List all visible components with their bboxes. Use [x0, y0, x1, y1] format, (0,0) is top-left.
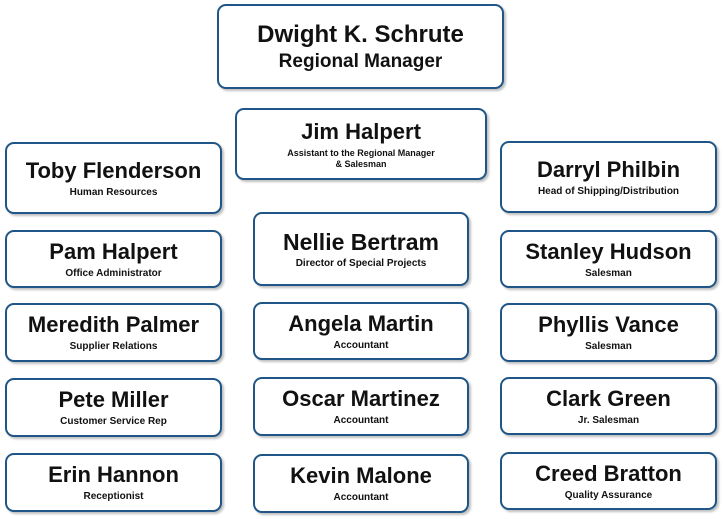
- box-accountant-3: Kevin Malone Accountant: [253, 454, 469, 513]
- person-title: Accountant: [333, 492, 389, 503]
- person-name: Nellie Bertram: [283, 228, 439, 255]
- box-office-administrator: Pam Halpert Office Administrator: [5, 230, 222, 288]
- box-human-resources: Toby Flenderson Human Resources: [5, 142, 222, 214]
- box-accountant-2: Oscar Martinez Accountant: [253, 377, 469, 436]
- person-name: Stanley Hudson: [525, 238, 692, 264]
- person-name: Oscar Martinez: [282, 386, 440, 411]
- person-title: Customer Service Rep: [60, 416, 167, 427]
- person-title: Salesman: [585, 267, 632, 279]
- person-name: Erin Hannon: [48, 462, 179, 487]
- person-title: Accountant: [333, 339, 389, 351]
- person-title: Salesman: [585, 341, 632, 352]
- title-line-2: & Salesman: [335, 158, 387, 169]
- person-name: Jim Halpert: [301, 118, 421, 144]
- person-name: Kevin Malone: [290, 463, 432, 488]
- box-salesman-2: Phyllis Vance Salesman: [500, 303, 717, 362]
- person-name: Angela Martin: [288, 310, 434, 336]
- box-receptionist: Erin Hannon Receptionist: [5, 453, 222, 512]
- person-title: Director of Special Projects: [295, 257, 427, 269]
- box-jr-salesman: Clark Green Jr. Salesman: [500, 377, 717, 435]
- person-title: Supplier Relations: [69, 341, 158, 352]
- box-special-projects: Nellie Bertram Director of Special Proje…: [253, 212, 469, 286]
- person-title: Regional Manager: [278, 51, 443, 72]
- person-name: Darryl Philbin: [536, 156, 681, 182]
- person-title: Quality Assurance: [564, 489, 653, 501]
- box-regional-manager: Dwight K. Schrute Regional Manager: [217, 4, 504, 89]
- person-title: Receptionist: [83, 491, 144, 502]
- person-name: Creed Bratton: [535, 460, 682, 486]
- person-title: Assistant to the Regional Manager & Sale…: [287, 148, 435, 170]
- person-title: Office Administrator: [65, 267, 162, 279]
- box-customer-service: Pete Miller Customer Service Rep: [5, 378, 222, 437]
- person-name: Toby Flenderson: [25, 157, 202, 183]
- person-title: Human Resources: [69, 186, 158, 198]
- box-accountant-1: Angela Martin Accountant: [253, 302, 469, 360]
- person-title: Jr. Salesman: [577, 414, 640, 426]
- title-line-1: Assistant to the Regional Manager: [287, 147, 435, 158]
- box-assistant: Jim Halpert Assistant to the Regional Ma…: [235, 108, 487, 180]
- person-name: Pete Miller: [58, 387, 169, 412]
- person-name: Dwight K. Schrute: [257, 21, 464, 48]
- box-shipping-distribution: Darryl Philbin Head of Shipping/Distribu…: [500, 141, 717, 213]
- person-title: Accountant: [333, 415, 389, 426]
- box-supplier-relations: Meredith Palmer Supplier Relations: [5, 303, 222, 362]
- person-title: Head of Shipping/Distribution: [537, 185, 680, 197]
- box-salesman-1: Stanley Hudson Salesman: [500, 230, 717, 288]
- person-name: Pam Halpert: [49, 238, 178, 264]
- person-name: Phyllis Vance: [538, 312, 679, 337]
- person-name: Meredith Palmer: [27, 312, 200, 337]
- person-name: Clark Green: [546, 385, 671, 411]
- box-quality-assurance: Creed Bratton Quality Assurance: [500, 452, 717, 510]
